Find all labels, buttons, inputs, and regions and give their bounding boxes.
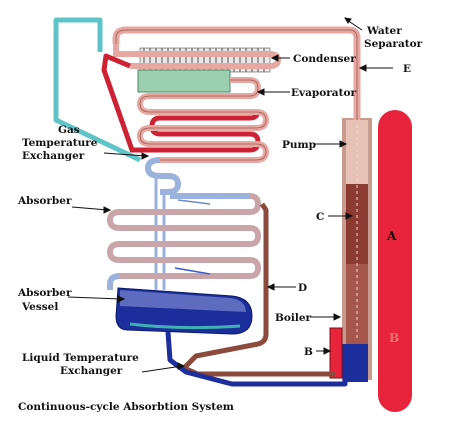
gas-temperature-exchanger	[144, 157, 182, 195]
label-evaporator: Evaporator	[291, 87, 356, 99]
condenser-fins	[113, 44, 282, 73]
label-e: E	[403, 63, 411, 75]
label-b: B	[304, 346, 313, 358]
label-c: C	[316, 211, 324, 223]
label-gas-exchanger: Exchanger	[22, 150, 85, 162]
evaporator-block	[137, 69, 231, 93]
label-water: Water	[366, 25, 402, 37]
generator-column	[342, 118, 372, 382]
diagram-caption: Continuous-cycle Absorbtion System	[18, 401, 234, 413]
label-condenser: Condenser	[293, 53, 356, 65]
absorber-vessel	[115, 287, 253, 335]
label-a: A	[386, 229, 397, 243]
pipe-liquid-blue	[165, 331, 348, 387]
label-absorber-vessel-2: Vessel	[21, 301, 58, 313]
label-separator: Separator	[364, 38, 423, 50]
pipe-d-brown	[181, 202, 335, 377]
pipe-red-evaporator	[101, 53, 261, 153]
label-d: D	[298, 282, 307, 294]
label-b-large: B	[389, 331, 399, 345]
pipe-teal	[53, 17, 142, 163]
vessel-a	[378, 110, 412, 412]
heater-b	[329, 327, 343, 379]
label-pump: Pump	[282, 139, 316, 151]
label-gas: Gas	[58, 124, 80, 136]
absorber-coil	[106, 193, 262, 279]
label-absorber: Absorber	[17, 195, 72, 207]
label-gas-temperature: Temperature	[22, 137, 98, 149]
label-boiler: Boiler	[275, 312, 312, 324]
label-absorber-vessel-1: Absorber	[17, 287, 72, 299]
pointer-arrows	[67, 17, 393, 373]
label-liquid-temperature: Liquid Temperature	[22, 352, 139, 364]
label-liquid-exchanger: Exchanger	[60, 365, 123, 377]
